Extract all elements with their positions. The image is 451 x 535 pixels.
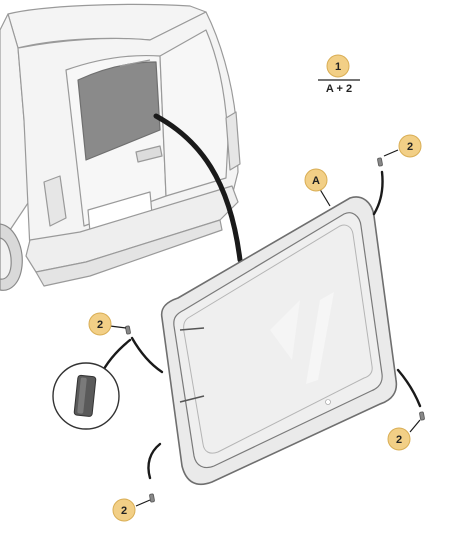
clip-detail-inset-icon: [52, 338, 132, 430]
callout-clip-left-mid: 2: [88, 312, 127, 336]
side-glass-panel-icon: [160, 196, 398, 486]
callout-label-2: 2: [121, 505, 127, 517]
leader-line-van-to-glass: [153, 113, 243, 263]
formula: 1 A + 2: [318, 54, 360, 95]
van-rear-icon: [0, 3, 241, 291]
callout-label-2: 2: [97, 319, 103, 331]
clip-icon: [125, 157, 425, 503]
callout-clip-right-top: 2: [383, 134, 422, 158]
clip-leaders: [130, 170, 422, 480]
formula-numerator: 1: [335, 61, 341, 73]
callout-label-2: 2: [407, 141, 413, 153]
formula-denominator: A + 2: [326, 83, 352, 95]
callout-part-glass: A: [304, 168, 331, 207]
callout-clip-left-bottom: 2: [112, 498, 151, 522]
callout-label-2: 2: [396, 434, 402, 446]
callout-clip-right-bottom: 2: [387, 419, 421, 451]
callout-label-a: A: [312, 175, 320, 187]
